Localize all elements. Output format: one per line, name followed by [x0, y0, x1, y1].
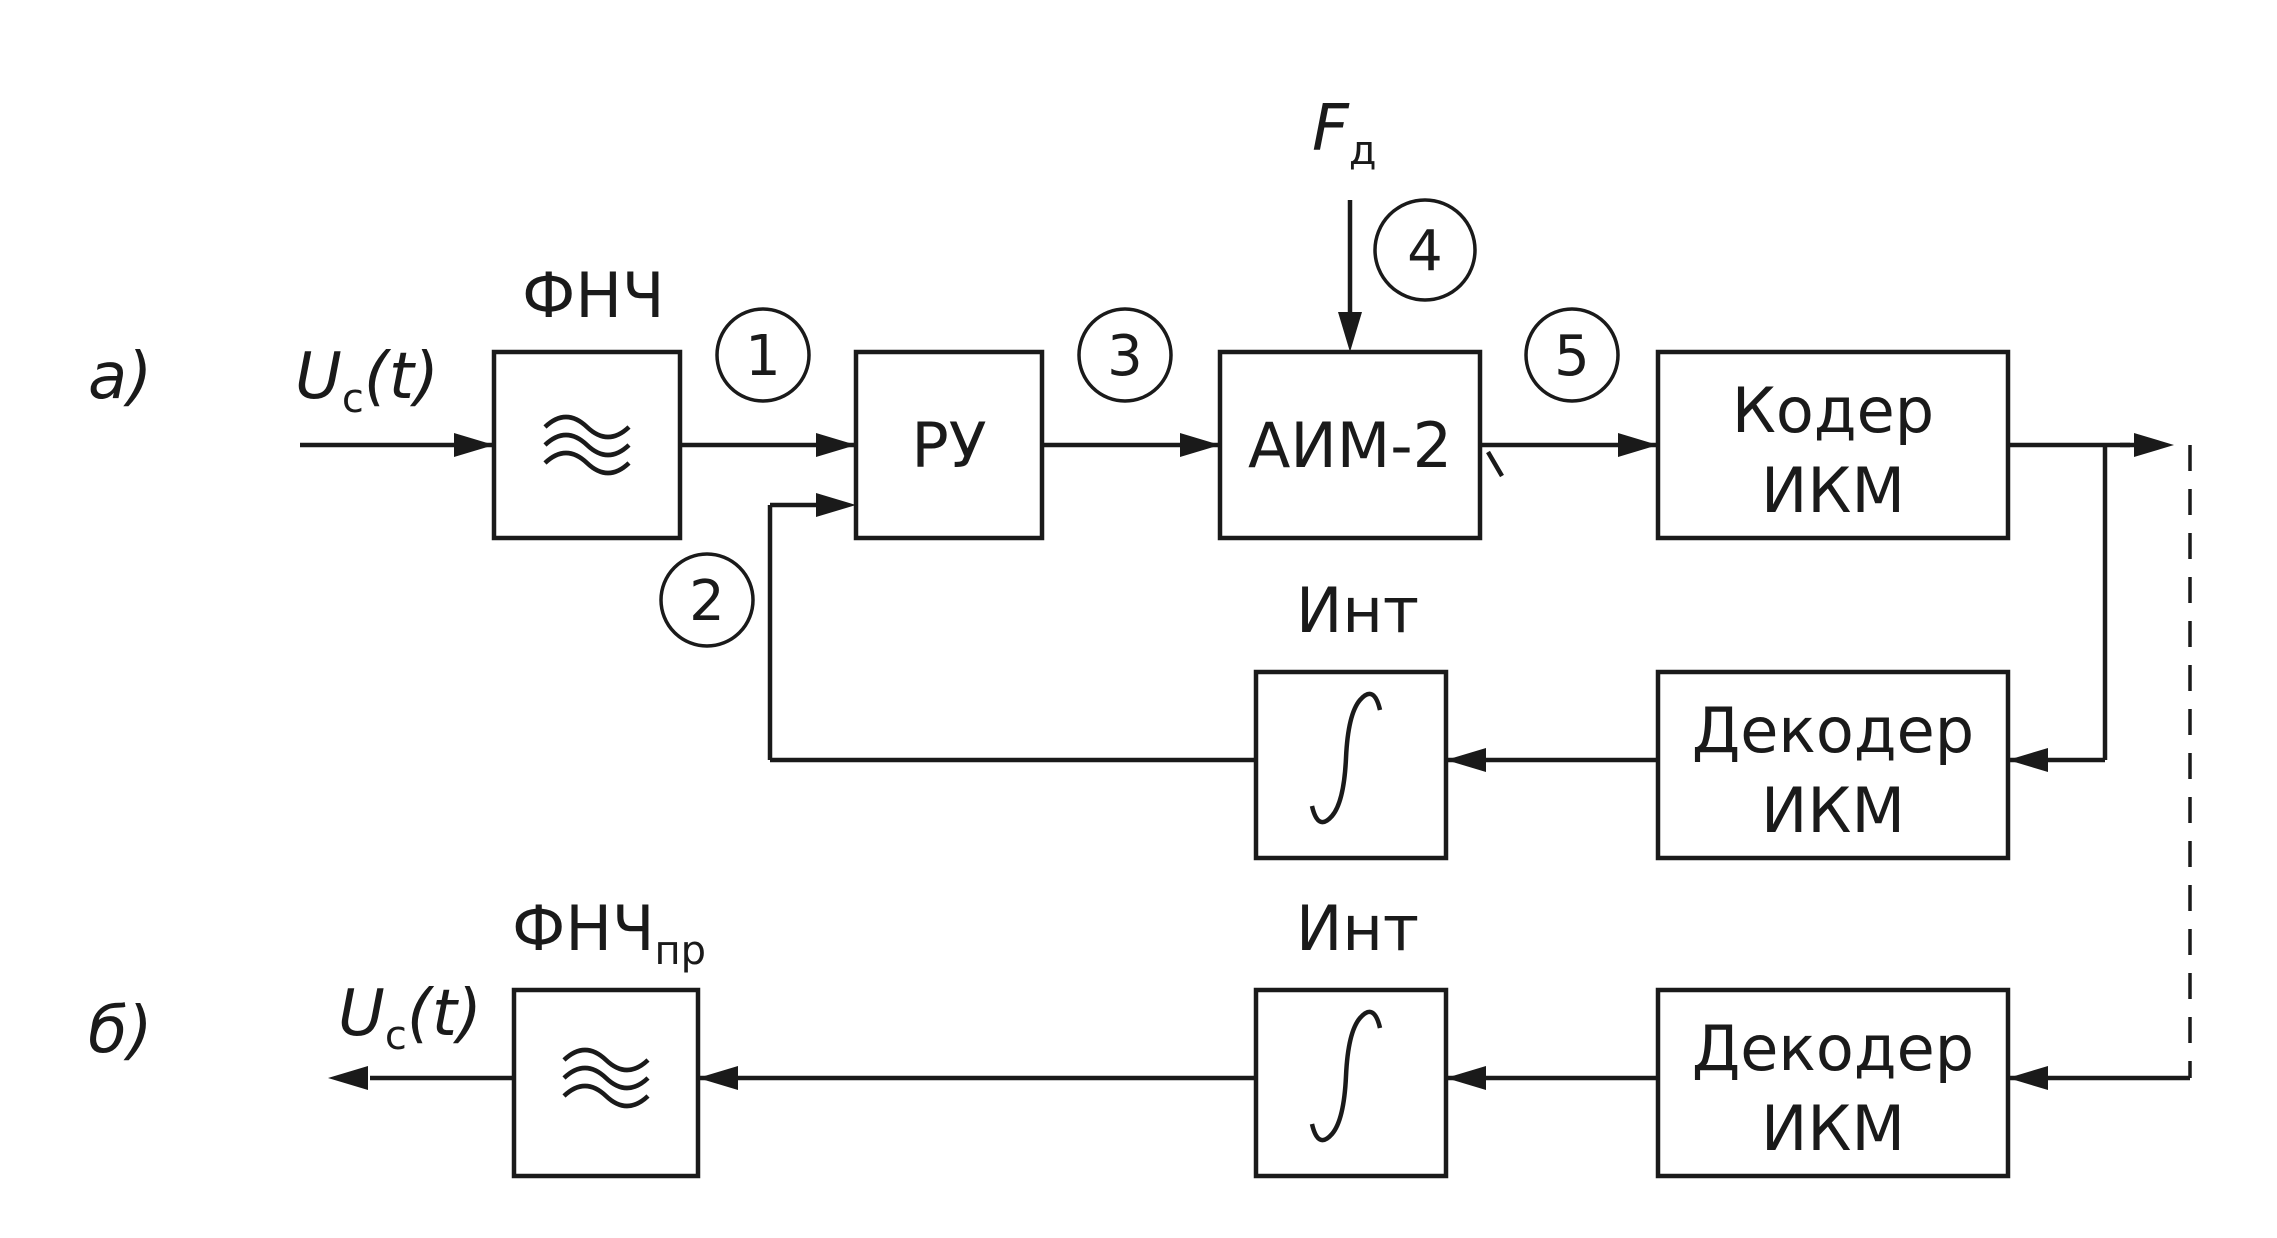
svg-text:5: 5 — [1554, 324, 1590, 389]
lpf-block: ФНЧ — [491, 259, 683, 541]
test-point-3: 3 — [1077, 307, 1173, 403]
aim2-block: АИМ-2 — [1217, 349, 1483, 541]
svg-text:ИКМ: ИКМ — [1761, 454, 1905, 527]
pcm-coder-block: Кодер ИКМ — [1655, 349, 2011, 541]
svg-text:Кодер: Кодер — [1732, 374, 1934, 447]
arrow-to-ru-top — [816, 433, 856, 457]
arrow-to-int-b — [1446, 1066, 1486, 1090]
arrow-to-decoder-b — [2008, 1066, 2048, 1090]
pcm-decoder-block-b: Декодер ИКМ — [1655, 987, 2011, 1179]
ru-block: РУ — [853, 349, 1045, 541]
test-point-2: 2 — [659, 552, 755, 648]
integral-icon — [1309, 1009, 1383, 1143]
arrow-to-ru-bottom — [816, 493, 856, 517]
input-arrow — [454, 433, 494, 457]
svg-text:Декодер: Декодер — [1692, 694, 1974, 767]
arrow-to-decoder-a — [2008, 748, 2048, 772]
input-signal-label: Uс(t) — [295, 340, 439, 422]
approx-tilde-icon — [562, 1047, 650, 1109]
arrow-to-int-a — [1446, 748, 1486, 772]
approx-tilde-icon — [543, 414, 631, 476]
svg-text:1: 1 — [745, 324, 781, 389]
svg-text:ИКМ: ИКМ — [1761, 1092, 1905, 1165]
sampling-signal-label: Fд — [1312, 92, 1376, 174]
output-signal-label: Uс(t) — [338, 977, 482, 1059]
integrator-title-a: Инт — [1296, 574, 1419, 647]
svg-text:Декодер: Декодер — [1692, 1012, 1974, 1085]
aim-output-tick — [1486, 450, 1504, 478]
svg-text:Fд: Fд — [1312, 92, 1376, 174]
test-point-4: 4 — [1373, 198, 1477, 302]
svg-text:Uс(t): Uс(t) — [295, 340, 439, 422]
integrator-block-b: Инт — [1253, 892, 1449, 1179]
integral-icon — [1309, 691, 1383, 825]
receiver-lpf-block: ФНЧпр — [511, 892, 706, 1179]
test-point-1: 1 — [715, 307, 811, 403]
integrator-block-a: Инт — [1253, 574, 1449, 861]
svg-text:АИМ-2: АИМ-2 — [1248, 409, 1452, 482]
output-arrow — [328, 1066, 368, 1090]
lpf-title: ФНЧ — [522, 259, 665, 332]
test-point-5: 5 — [1524, 307, 1620, 403]
svg-text:Uс(t): Uс(t) — [338, 977, 482, 1059]
integrator-title-b: Инт — [1296, 892, 1419, 965]
pcm-decoder-block-a: Декодер ИКМ — [1655, 669, 2011, 861]
receiver-lpf-title: ФНЧпр — [512, 892, 706, 974]
arrow-to-lpf-b — [698, 1066, 738, 1090]
svg-text:РУ: РУ — [911, 409, 986, 482]
part-a-label: а) — [88, 340, 152, 414]
svg-text:2: 2 — [689, 569, 725, 634]
arrow-to-aim — [1180, 433, 1220, 457]
part-b-label: б) — [88, 994, 152, 1068]
sampling-arrow — [1338, 312, 1362, 352]
svg-text:4: 4 — [1407, 219, 1443, 284]
svg-text:3: 3 — [1107, 324, 1143, 389]
svg-text:ИКМ: ИКМ — [1761, 774, 1905, 847]
arrow-to-coder — [1618, 433, 1658, 457]
